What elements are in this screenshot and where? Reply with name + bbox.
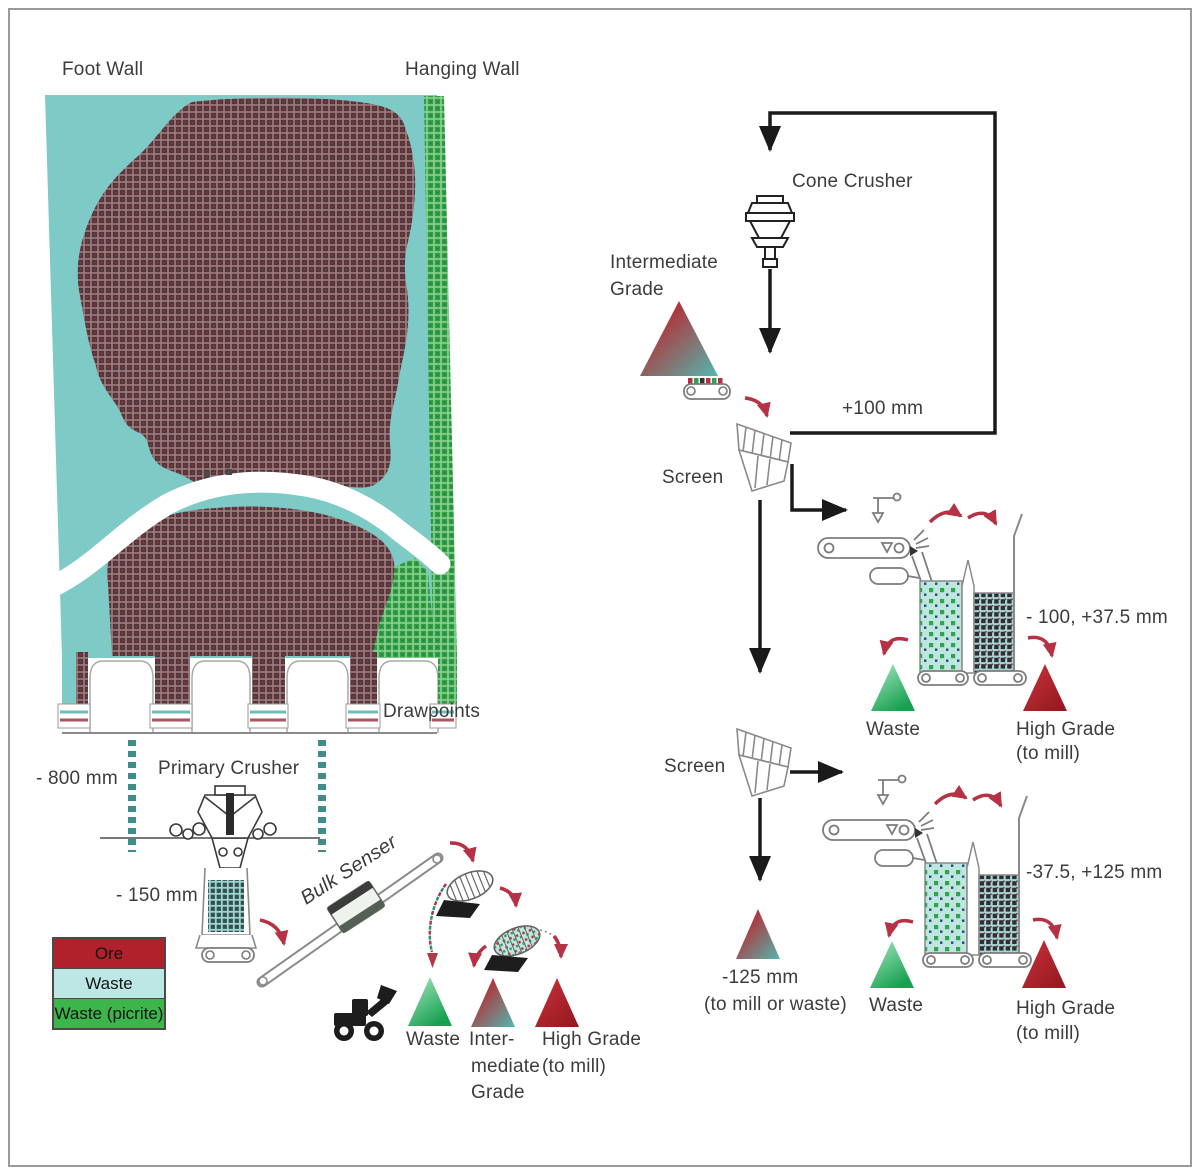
cone-crusher-icon [745, 195, 795, 268]
high-grade-triangle-sorter2 [1022, 940, 1066, 988]
figure-border [8, 8, 1192, 1167]
size-sorter2-label: -37.5, +125 mm [1026, 862, 1163, 883]
intermediate-grade-triangle [640, 301, 718, 376]
minus-125-label-1: -125 mm [722, 967, 799, 988]
plus-100-label: +100 mm [842, 398, 924, 419]
ore-passes [128, 740, 326, 852]
intermediate-grade-label-1: Intermediate [610, 252, 719, 273]
screen-2-label: Screen [664, 756, 726, 777]
screen-2-icon [736, 728, 792, 797]
primary-crusher-label: Primary Crusher [158, 758, 300, 779]
screen-1-label: Screen [662, 467, 724, 488]
foot-wall-label: Foot Wall [62, 59, 144, 80]
bulk-senser-conveyor [256, 841, 477, 988]
high-grade-triangle-bottom [535, 978, 579, 1027]
bulk-senser-unit [326, 880, 386, 934]
high-grade-sorter1-label-2: (to mill) [1016, 743, 1081, 764]
mine-cross-section [39, 95, 579, 1041]
legend-row-ore: Ore [54, 939, 164, 968]
ore-body-lower [107, 506, 395, 656]
waste-triangle-sorter1 [871, 664, 915, 711]
minus-150-label: - 150 mm [116, 885, 198, 906]
legend-row-waste-picrite: Waste (picrite) [54, 998, 164, 1028]
intermediate-bottom-label-1: Inter- [469, 1029, 515, 1050]
waste-bottom-label: Waste [406, 1029, 461, 1050]
intermediate-grade-label-2: Grade [610, 279, 664, 300]
primary-crusher-icon [100, 785, 320, 963]
lhd-loader-icon [334, 985, 397, 1041]
screen-1-icon [736, 423, 792, 492]
cave-back-arch [39, 471, 451, 599]
drawpoints-band [45, 652, 457, 734]
drawpoints-label: Drawpoints [383, 701, 481, 722]
high-grade-bottom-label-1: High Grade [542, 1029, 642, 1050]
ore-body-upper [77, 97, 416, 491]
waste-triangle-bottom [408, 977, 452, 1026]
sorting-splitters [427, 870, 568, 972]
legend: Ore Waste Waste (picrite) [52, 937, 166, 1030]
intermediate-bottom-label-3: Grade [471, 1082, 525, 1103]
high-grade-triangle-sorter1 [1023, 664, 1067, 711]
legend-label-waste-picrite: Waste (picrite) [54, 1003, 164, 1023]
intermediate-triangle-bottom [471, 978, 515, 1027]
waste-sorter2-label: Waste [869, 995, 924, 1016]
minus-125-triangle [736, 909, 780, 959]
recycle-loop-line [759, 111, 997, 435]
legend-row-waste: Waste [54, 968, 164, 998]
high-grade-sorter1-label-1: High Grade [1016, 719, 1116, 740]
high-grade-sorter2-label-2: (to mill) [1016, 1023, 1081, 1044]
legend-label-waste: Waste [85, 973, 133, 993]
intermediate-feed-conveyor [683, 378, 731, 400]
minus-800-label: - 800 mm [36, 768, 118, 789]
sorter-2-icon [823, 776, 1057, 968]
cone-crusher-label: Cone Crusher [792, 171, 913, 192]
waste-triangle-sorter2 [870, 941, 914, 988]
sorter-1-icon [818, 494, 1052, 686]
high-grade-sorter2-label-1: High Grade [1016, 998, 1116, 1019]
hanging-wall-label: Hanging Wall [405, 59, 520, 80]
waste-sorter1-label: Waste [866, 719, 921, 740]
flowsheet [640, 111, 1067, 988]
size-sorter1-label: - 100, +37.5 mm [1026, 607, 1168, 628]
intermediate-bottom-label-2: mediate [471, 1056, 540, 1077]
minus-125-label-2: (to mill or waste) [704, 994, 847, 1015]
legend-label-ore: Ore [94, 943, 124, 963]
high-grade-bottom-label-2: (to mill) [542, 1056, 607, 1077]
